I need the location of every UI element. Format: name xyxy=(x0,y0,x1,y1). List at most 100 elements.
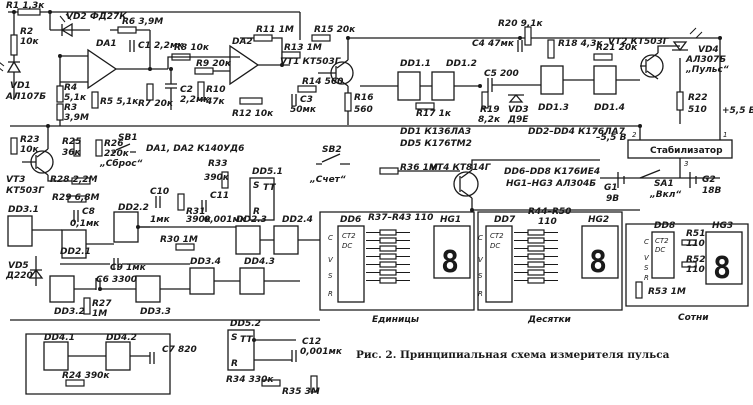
label-hg1: HG1 xyxy=(440,215,461,225)
capacitor-c10 xyxy=(155,196,161,208)
label-r3v: 3,9М xyxy=(64,113,89,123)
label-r14: R14 560 xyxy=(302,77,343,87)
vd4-light-icon xyxy=(689,27,703,39)
resistor-r51 xyxy=(681,239,697,246)
gate-dd3-1 xyxy=(7,215,33,247)
label-r4v: 5,1к xyxy=(64,93,87,103)
switch-sb1-icon xyxy=(112,143,136,153)
label-r5: R5 5,1к xyxy=(100,97,139,107)
label-c8v: 0,1мк xyxy=(70,219,100,229)
diode-vd5-icon xyxy=(28,256,44,286)
resistor-r23 xyxy=(10,137,18,155)
label-r27v: 1М xyxy=(92,309,107,319)
stabilizer-pin-1: 1 xyxy=(723,131,727,139)
dd7-pin-r: R xyxy=(478,290,483,298)
g2-label: G2 xyxy=(702,175,716,185)
label-dd6: DD6 xyxy=(340,215,361,225)
vt4-leads xyxy=(398,169,473,199)
capacitor-c9 xyxy=(60,258,190,270)
label-sb2b: SB2 xyxy=(322,145,342,155)
vd2-light-icon xyxy=(59,13,72,23)
vt2-vd4-wires xyxy=(657,38,721,124)
parts-list-da: DA1, DA2 К140УД6 xyxy=(146,144,244,154)
counter-dd7 xyxy=(485,225,513,303)
label-dd31: DD3.1 xyxy=(8,205,39,215)
caption-text: Принципиальная схема измерителя пульса xyxy=(400,349,670,361)
hundreds-group-frame xyxy=(625,223,749,307)
vt3-wires xyxy=(47,126,72,182)
label-vd1v: АЛ107Б xyxy=(5,92,46,102)
dd8-pin-v: V xyxy=(644,254,650,262)
dd7-pins: CT2 DC C V S R xyxy=(478,232,504,298)
label-c4: C4 47мк xyxy=(472,39,515,49)
label-r24: R24 390к xyxy=(62,371,110,381)
label-dd22: DD2.2 xyxy=(118,203,149,213)
gate-dd4-2 xyxy=(105,341,131,371)
resistor-array-r44-r50 xyxy=(514,229,558,284)
dd7-pin-c: C xyxy=(478,234,483,242)
capacitor-c8 xyxy=(73,210,79,222)
resistor-r7 xyxy=(146,83,154,101)
label-dd23: DD2.3 xyxy=(236,215,267,225)
resistor-r10 xyxy=(197,81,205,101)
capacitor-c4 xyxy=(517,40,523,52)
label-da1: DA1 xyxy=(96,39,117,49)
resistor-r12 xyxy=(239,97,263,105)
arr1-resistor xyxy=(379,269,397,276)
parts-list-dd5: DD5 К176ТМ2 xyxy=(400,139,472,149)
resistor-r53 xyxy=(635,281,643,299)
dd8-pin-r: R xyxy=(644,274,649,282)
label-r7: R7 20к xyxy=(138,99,174,109)
label-r33: R33 xyxy=(208,159,227,169)
label-r16v: 560 xyxy=(354,105,373,115)
units-label: Единицы xyxy=(372,315,419,325)
label-r6: R6 3,9М xyxy=(122,17,163,27)
sa1-label: SA1 xyxy=(654,179,674,189)
label-c3v: 50мк xyxy=(290,105,317,115)
battery-g1-g2-icon xyxy=(600,172,720,188)
arr2-resistor xyxy=(527,237,545,244)
da2-wires xyxy=(213,56,290,72)
resistor-r26 xyxy=(95,139,103,157)
capacitor-c1 xyxy=(129,40,135,52)
g1-label: G1 xyxy=(604,183,618,193)
label-r25: R25 xyxy=(62,137,81,147)
gate-dd4-3 xyxy=(239,267,265,295)
dd7-pin-s: S xyxy=(478,272,483,280)
label-sb2n: „Счет“ xyxy=(309,175,346,185)
label-r51v: 110 xyxy=(686,239,705,249)
label-s2: S xyxy=(231,333,237,343)
label-vd4: VD4 xyxy=(698,45,719,55)
label-r44v: 110 xyxy=(538,217,557,227)
parts-list-dd1: DD1 К136ЛА3 xyxy=(400,127,471,137)
resistor-r35 xyxy=(310,375,318,393)
label-vd5: VD5 xyxy=(8,261,29,271)
label-r3: R3 xyxy=(64,103,77,113)
label-r19v: 8,2к xyxy=(478,115,501,125)
label-r26v: 220к xyxy=(104,149,130,159)
label-dd21: DD2.1 xyxy=(60,247,91,257)
label-dd7: DD7 xyxy=(494,215,516,225)
g2-voltage: 18В xyxy=(702,186,722,196)
g1-voltage: 9В xyxy=(606,194,619,204)
arr1-resistor xyxy=(379,237,397,244)
resistor-r15 xyxy=(311,34,331,42)
resistor-r30 xyxy=(175,243,195,251)
gate-dd2-1 xyxy=(61,229,87,259)
label-r52: R52 xyxy=(686,255,705,265)
resistor-r31 xyxy=(177,193,185,211)
label-r52v: 110 xyxy=(686,265,705,275)
resistor-r20 xyxy=(524,26,532,46)
dd6-pin-s: S xyxy=(328,272,333,280)
capacitor-c7 xyxy=(149,352,155,364)
label-r22v: 510 xyxy=(688,105,707,115)
label-tt: TT xyxy=(263,183,276,193)
arr1-resistor xyxy=(379,277,397,284)
arr1-resistor xyxy=(379,229,397,236)
label-r31v: 390к xyxy=(186,215,212,225)
resistor-r17 xyxy=(415,102,435,110)
label-hg3: HG3 xyxy=(712,221,733,231)
dd6-type-label: CT2 xyxy=(342,232,356,240)
label-c2: C2 xyxy=(180,85,193,95)
label-dd8: DD8 xyxy=(654,221,675,231)
